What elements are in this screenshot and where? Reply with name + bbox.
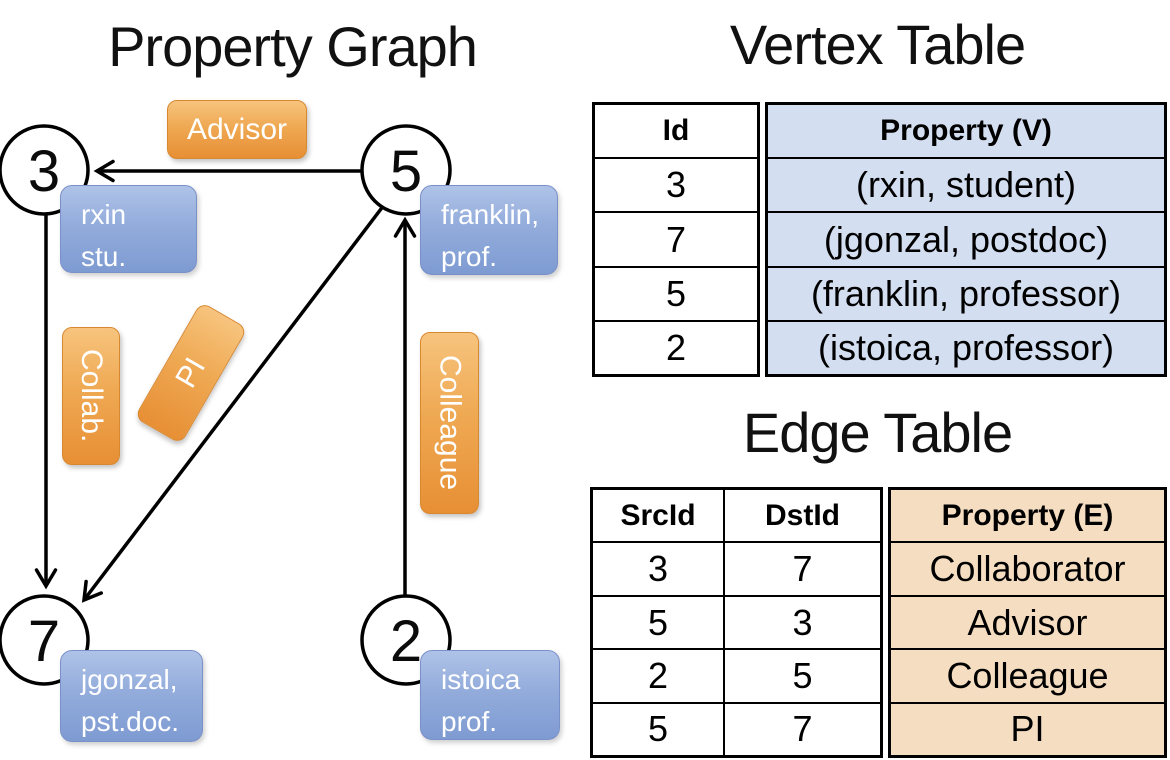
- node-2-id: 2: [389, 608, 423, 674]
- edge-table-dstid-cell: 7: [792, 708, 813, 750]
- edge-table-header-property: Property (E): [891, 490, 1164, 542]
- edge-table-property-cell: PI: [891, 701, 1164, 756]
- edge-table-srcid-cell: 3: [593, 543, 725, 595]
- vertex-property-7-line2: pst.doc.: [81, 706, 180, 737]
- edge-table-srcid-cell: 5: [593, 596, 725, 649]
- vertex-property-box-5: franklin, prof.: [420, 185, 558, 275]
- vertex-property-3-line1: rxin: [81, 199, 127, 230]
- vertex-table-id-cell: 7: [595, 211, 757, 265]
- edge-table-dstid-cell: 7: [792, 548, 813, 590]
- edge-table-property-cell: Colleague: [891, 648, 1164, 702]
- vertex-property-2-line1: istoica: [441, 664, 521, 695]
- vertex-table-id-cell: 5: [595, 265, 757, 320]
- vertex-property-box-2: istoica prof.: [420, 650, 560, 740]
- vertex-table-property-column: Property (V) (rxin, student) (jgonzal, p…: [765, 102, 1167, 377]
- vertex-table-title: Vertex Table: [729, 13, 1026, 76]
- vertex-table-header-property: Property (V): [768, 105, 1164, 158]
- edge-table-srcid-cell: 2: [593, 650, 725, 702]
- node-7-id: 7: [27, 608, 61, 674]
- vertex-table-property-cell: (rxin, student): [768, 157, 1164, 212]
- edge-table: SrcId DstId 3 7 5 3 2 5 5 7 Property (E)…: [590, 487, 1167, 758]
- edge-label-collab: Collab.: [62, 327, 120, 465]
- vertex-table-id-cell: 2: [595, 319, 757, 374]
- edge-table-header-srcid: SrcId: [593, 490, 725, 542]
- vertex-property-3-line2: stu.: [81, 241, 127, 272]
- edge-table-header-dstid: DstId: [765, 498, 840, 532]
- vertex-table-id-cell: 3: [595, 157, 757, 211]
- vertex-property-box-7: jgonzal, pst.doc.: [60, 650, 203, 742]
- edge-label-advisor-text: Advisor: [186, 112, 288, 146]
- edge-label-advisor: Advisor: [167, 100, 307, 159]
- vertex-table-property-cell: (jgonzal, postdoc): [768, 211, 1164, 266]
- vertex-property-5-line1: franklin,: [441, 199, 540, 230]
- vertex-table: Id 3 7 5 2 Property (V) (rxin, student) …: [592, 102, 1167, 377]
- vertex-table-id-column: Id 3 7 5 2: [592, 102, 760, 377]
- vertex-property-2-line2: prof.: [441, 706, 498, 737]
- edge-label-collab-text: Collab.: [75, 349, 108, 443]
- vertex-table-property-cell: (franklin, professor): [768, 265, 1164, 320]
- edge-table-srcid-cell: 5: [593, 703, 725, 756]
- edge-pi-5-to-7: [81, 203, 386, 603]
- property-graph-title: Property Graph: [108, 15, 478, 78]
- edge-table-id-columns: SrcId DstId 3 7 5 3 2 5 5 7: [590, 487, 883, 758]
- vertex-property-7-line1: jgonzal,: [81, 664, 178, 695]
- node-5-id: 5: [389, 138, 423, 204]
- vertex-property-5-line2: prof.: [441, 241, 498, 272]
- edge-table-dstid-cell: 3: [792, 601, 813, 643]
- edge-label-pi-text: PI: [169, 352, 212, 394]
- vertex-table-property-cell: (istoica, professor): [768, 319, 1164, 375]
- edge-table-property-cell: Advisor: [891, 594, 1164, 649]
- vertex-table-header-id: Id: [662, 114, 690, 148]
- edge-table-title: Edge Table: [742, 401, 1013, 464]
- vertex-property-box-3: rxin stu.: [60, 185, 197, 273]
- edge-table-dstid-cell: 5: [792, 654, 813, 696]
- edge-label-colleague-text: Colleague: [433, 355, 467, 491]
- edge-table-property-column: Property (E) Collaborator Advisor Collea…: [888, 487, 1167, 758]
- node-3-id: 3: [27, 138, 61, 204]
- edge-label-colleague: Colleague: [420, 332, 479, 514]
- edge-table-property-cell: Collaborator: [891, 541, 1164, 595]
